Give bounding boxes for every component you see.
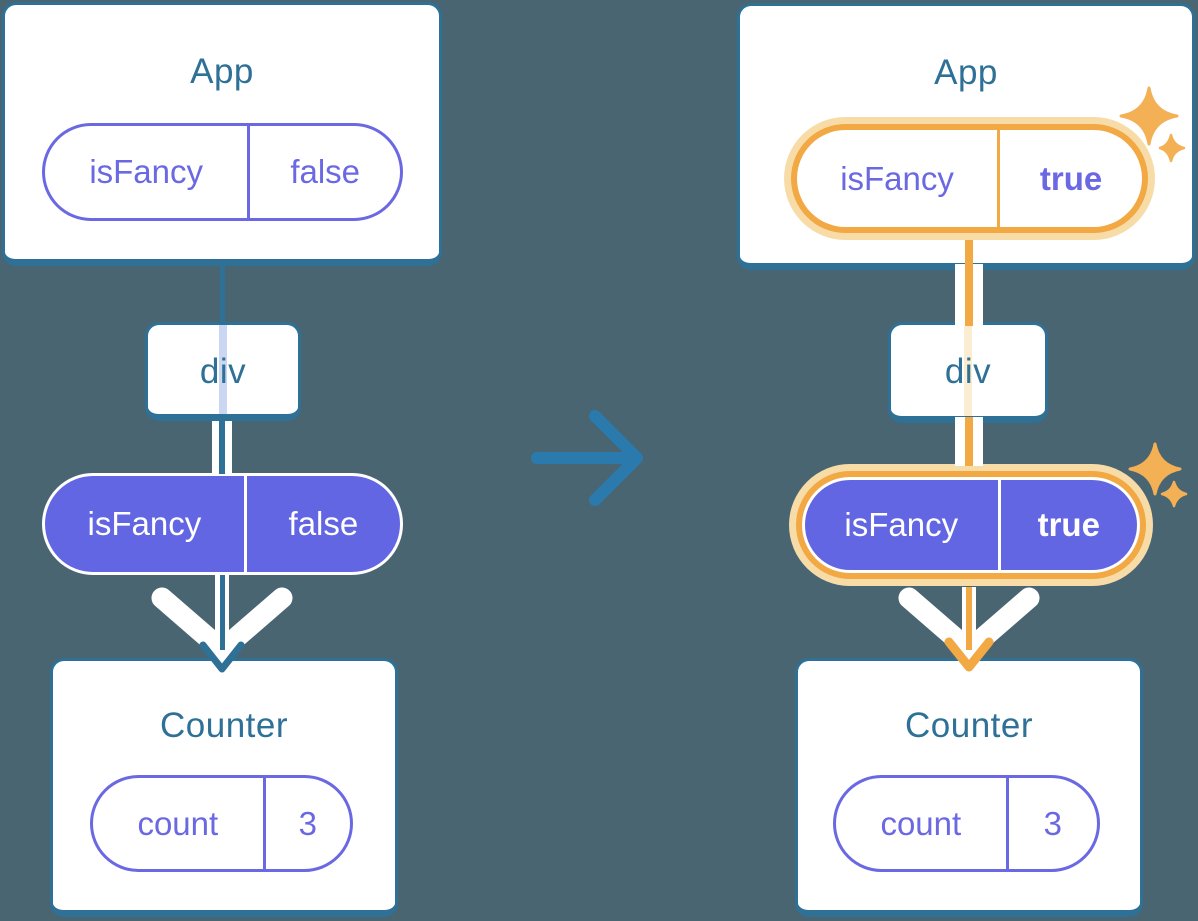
state-name: count: [137, 804, 219, 842]
div-title: div: [199, 352, 247, 391]
pipe-wall: [973, 264, 983, 326]
prop-name: isFancy: [87, 505, 202, 542]
counter-card-after: Counter count 3: [795, 658, 1143, 917]
prop-flow-core: [220, 575, 225, 650]
state-name: count: [880, 804, 962, 842]
prop-pipe-div-to-pill: [212, 421, 232, 474]
app-state-pill: isFancy false: [42, 123, 403, 221]
prop-flow-core: [966, 587, 972, 650]
state-name: isFancy: [89, 153, 204, 190]
app-title: App: [190, 52, 254, 91]
down-arrowhead-icon: [944, 637, 994, 672]
edge-app-to-div: [220, 263, 225, 325]
prop-value: true: [997, 480, 1137, 570]
counter-card-before: Counter count 3: [50, 658, 398, 917]
div-card-after: div: [888, 322, 1048, 423]
prop-name: isFancy: [844, 506, 959, 543]
state-value: false: [247, 126, 400, 218]
pipe-wall: [955, 264, 965, 326]
sparkle-icon: [1119, 86, 1186, 163]
app-title: App: [934, 53, 998, 92]
app-card-after: App isFancy true: [737, 3, 1195, 270]
pipe-wall: [225, 421, 232, 474]
counter-state-pill: count 3: [833, 775, 1100, 872]
sparkle-icon: [1128, 442, 1188, 508]
prop-value: false: [243, 476, 400, 572]
state-value: true: [997, 130, 1142, 227]
prop-pipe-through-div: [219, 325, 227, 414]
passed-prop-pill-highlighted: isFancy true: [802, 477, 1140, 573]
div-card-before: div: [145, 322, 301, 421]
pipe-core: [219, 421, 225, 474]
counter-title: Counter: [159, 706, 289, 745]
pipe-wall: [212, 421, 219, 474]
passed-prop-pill: isFancy false: [42, 473, 403, 575]
pipe-core: [965, 264, 973, 326]
prop-pipe-div-to-pill: [955, 417, 983, 466]
counter-title: Counter: [904, 706, 1034, 745]
down-arrowhead-icon: [199, 641, 245, 673]
prop-pipe-app-to-div: [955, 264, 983, 326]
state-value: 3: [262, 778, 350, 869]
pipe-wall: [955, 417, 965, 466]
prop-pipe-through-div: [964, 325, 972, 416]
counter-state-pill: count 3: [90, 775, 353, 872]
div-title: div: [944, 352, 992, 391]
pipe-core: [965, 417, 973, 466]
state-value: 3: [1005, 778, 1097, 869]
app-card-before: App isFancy false: [2, 2, 442, 266]
prop-pipe-stem: [965, 240, 973, 266]
right-arrow-icon: [531, 410, 643, 506]
pipe-wall: [973, 417, 983, 466]
app-state-pill-highlighted: isFancy true: [797, 130, 1142, 227]
state-name: isFancy: [840, 159, 954, 197]
